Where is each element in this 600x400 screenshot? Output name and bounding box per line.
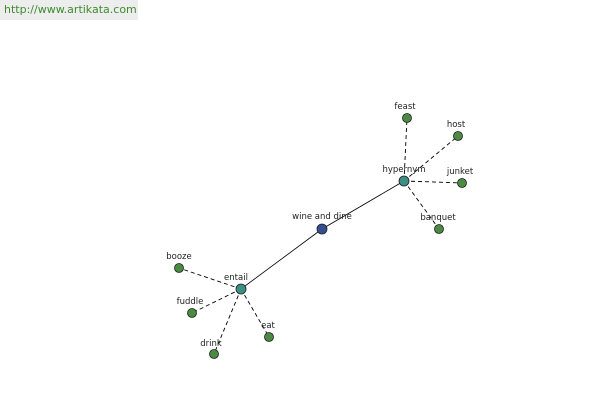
edge-hypernym-to-host	[403, 135, 459, 182]
edges-layer	[178, 117, 463, 355]
node-label-fuddle: fuddle	[177, 297, 204, 307]
node-marker-fuddle[interactable]	[187, 308, 197, 318]
edge-wine-and-dine-to-entail	[240, 228, 323, 290]
node-marker-booze[interactable]	[174, 263, 184, 273]
node-eat[interactable]: eat	[261, 321, 276, 342]
node-wine-and-dine[interactable]: wine and dine	[292, 212, 352, 235]
node-fuddle[interactable]: fuddle	[177, 297, 204, 318]
node-marker-eat[interactable]	[264, 332, 274, 342]
node-junket[interactable]: junket	[446, 167, 474, 188]
node-label-wine-and-dine: wine and dine	[292, 212, 352, 222]
node-label-host: host	[447, 120, 466, 130]
node-label-booze: booze	[166, 252, 192, 262]
node-label-drink: drink	[200, 339, 222, 349]
node-marker-hypernym[interactable]	[398, 175, 410, 187]
edge-entail-to-fuddle	[191, 288, 242, 314]
node-host[interactable]: host	[447, 120, 466, 141]
node-marker-drink[interactable]	[209, 349, 219, 359]
source-url-banner[interactable]: http://www.artikata.com	[0, 0, 138, 20]
edge-hypernym-to-feast	[403, 117, 408, 182]
edge-entail-to-drink	[213, 288, 242, 355]
node-marker-wine-and-dine[interactable]	[316, 223, 328, 235]
node-feast[interactable]: feast	[394, 102, 416, 123]
node-hypernym[interactable]: hypernym	[382, 165, 426, 187]
node-marker-entail[interactable]	[235, 283, 247, 295]
node-banquet[interactable]: banquet	[420, 213, 456, 234]
node-label-hypernym: hypernym	[382, 165, 425, 175]
edge-entail-to-booze	[178, 267, 242, 290]
node-label-banquet: banquet	[420, 213, 456, 223]
node-drink[interactable]: drink	[200, 339, 222, 359]
node-booze[interactable]: booze	[166, 252, 192, 273]
node-marker-host[interactable]	[453, 131, 463, 141]
node-marker-feast[interactable]	[402, 113, 412, 123]
node-entail[interactable]: entail	[224, 273, 248, 295]
node-label-entail: entail	[224, 273, 248, 283]
node-label-junket: junket	[446, 167, 474, 177]
node-label-feast: feast	[394, 102, 416, 112]
edge-hypernym-to-junket	[403, 180, 463, 184]
edge-entail-to-eat	[240, 288, 270, 338]
node-marker-junket[interactable]	[457, 178, 467, 188]
edge-hypernym-to-banquet	[403, 180, 440, 230]
node-marker-banquet[interactable]	[434, 224, 444, 234]
node-label-eat: eat	[261, 321, 275, 331]
nodes-layer: wine and dine hypernym entail feast host junk…	[166, 102, 474, 359]
edge-wine-and-dine-to-hypernym	[321, 180, 405, 230]
